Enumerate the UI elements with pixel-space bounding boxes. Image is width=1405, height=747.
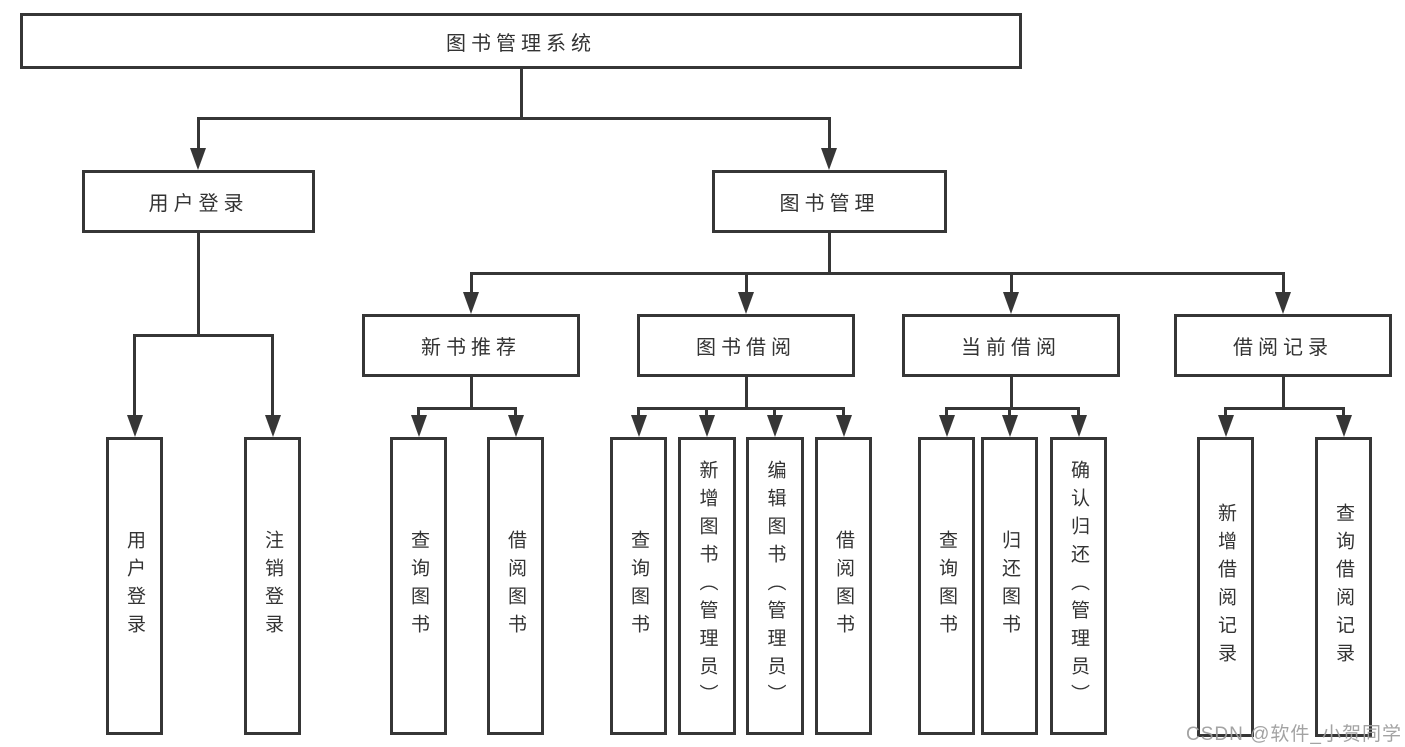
- node-current-borrowing: 当前借阅: [902, 314, 1120, 377]
- connector-line: [519, 69, 523, 118]
- leaf-logout: 注销登录: [244, 437, 301, 735]
- leaf-borrow-books-recommend: 借阅图书: [487, 437, 544, 735]
- arrowhead-icon: [463, 292, 479, 314]
- leaf-add-borrow-record: 新增借阅记录: [1197, 437, 1254, 737]
- connector-line: [827, 233, 831, 273]
- connector-line: [945, 408, 948, 416]
- node-label: 借阅记录: [1233, 337, 1333, 359]
- connector-line: [945, 406, 1080, 410]
- arrowhead-icon: [766, 415, 783, 437]
- connector-line: [271, 335, 274, 415]
- connector-line: [744, 377, 748, 408]
- connector-line: [417, 406, 517, 410]
- node-label: 新增借阅记录: [1215, 503, 1236, 671]
- node-label: 图书管理: [779, 193, 880, 215]
- connector-line: [773, 408, 776, 416]
- connector-line: [1281, 377, 1285, 408]
- leaf-edit-books-admin: 编辑图书（管理员）: [746, 437, 804, 735]
- node-book-borrowing: 图书借阅: [637, 314, 855, 377]
- connector-line: [196, 116, 831, 120]
- connector-line: [705, 408, 708, 416]
- node-label: 查询图书: [408, 530, 429, 642]
- leaf-add-books-admin: 新增图书（管理员）: [678, 437, 736, 735]
- watermark: CSDN @软件_小贺同学: [1186, 724, 1402, 745]
- arrowhead-icon: [1275, 292, 1291, 314]
- node-library-management-system: 图书管理系统: [20, 13, 1022, 69]
- connector-line: [417, 408, 420, 416]
- arrowhead-icon: [835, 415, 852, 437]
- node-label: 当前借阅: [961, 337, 1061, 359]
- leaf-confirm-return-admin: 确认归还（管理员）: [1050, 437, 1107, 735]
- node-user-login: 用户登录: [82, 170, 315, 233]
- connector-line: [1008, 408, 1011, 416]
- arrowhead-icon: [938, 415, 955, 437]
- arrowhead-icon: [507, 415, 524, 437]
- connector-line: [827, 118, 831, 150]
- node-label: 借阅图书: [505, 530, 526, 642]
- leaf-query-borrow-record: 查询借阅记录: [1315, 437, 1372, 737]
- arrowhead-icon: [264, 415, 281, 437]
- arrowhead-icon: [410, 415, 427, 437]
- connector-line: [637, 408, 640, 416]
- node-label: 新书推荐: [421, 337, 521, 359]
- node-label: 图书管理系统: [446, 32, 596, 55]
- connector-line: [196, 233, 200, 335]
- node-label: 注销登录: [262, 530, 283, 642]
- leaf-query-books-borrowing: 查询图书: [610, 437, 667, 735]
- node-label: 用户登录: [148, 193, 249, 215]
- node-book-management: 图书管理: [712, 170, 947, 233]
- node-label: 查询借阅记录: [1333, 503, 1354, 671]
- arrowhead-icon: [630, 415, 647, 437]
- arrowhead-icon: [126, 415, 143, 437]
- node-borrowing-records: 借阅记录: [1174, 314, 1392, 377]
- connector-line: [744, 273, 748, 294]
- arrowhead-icon: [1001, 415, 1018, 437]
- connector-line: [469, 271, 1285, 275]
- node-label: 新增图书（管理员）: [696, 460, 718, 712]
- leaf-query-books-current: 查询图书: [918, 437, 975, 735]
- node-new-book-recommendation: 新书推荐: [362, 314, 580, 377]
- node-label: 查询图书: [936, 530, 957, 642]
- connector-line: [1009, 273, 1013, 294]
- leaf-query-books-recommend: 查询图书: [390, 437, 447, 735]
- connector-line: [1077, 408, 1080, 416]
- node-label: 图书借阅: [696, 337, 796, 359]
- arrowhead-icon: [698, 415, 715, 437]
- connector-line: [842, 408, 845, 416]
- arrowhead-icon: [190, 148, 206, 170]
- connector-line: [196, 118, 200, 150]
- connector-line: [1009, 377, 1013, 408]
- node-label: 用户登录: [124, 530, 145, 642]
- connector-line: [637, 406, 845, 410]
- connector-line: [1281, 273, 1285, 294]
- arrowhead-icon: [1335, 415, 1352, 437]
- connector-line: [1342, 408, 1345, 416]
- leaf-return-books: 归还图书: [981, 437, 1038, 735]
- arrowhead-icon: [1070, 415, 1087, 437]
- connector-line: [469, 273, 473, 294]
- connector-line: [514, 408, 517, 416]
- node-label: 编辑图书（管理员）: [764, 460, 786, 712]
- leaf-borrow-books-borrowing: 借阅图书: [815, 437, 872, 735]
- arrowhead-icon: [821, 148, 837, 170]
- arrowhead-icon: [738, 292, 754, 314]
- connector-line: [133, 335, 136, 415]
- connector-line: [1224, 406, 1345, 410]
- connector-line: [469, 377, 473, 408]
- leaf-user-login: 用户登录: [106, 437, 163, 735]
- node-label: 归还图书: [999, 530, 1020, 642]
- node-label: 借阅图书: [833, 530, 854, 642]
- connector-line: [1224, 408, 1227, 416]
- arrowhead-icon: [1217, 415, 1234, 437]
- node-label: 确认归还（管理员）: [1068, 460, 1089, 712]
- node-label: 查询图书: [628, 530, 649, 642]
- connector-line: [133, 333, 274, 337]
- arrowhead-icon: [1003, 292, 1019, 314]
